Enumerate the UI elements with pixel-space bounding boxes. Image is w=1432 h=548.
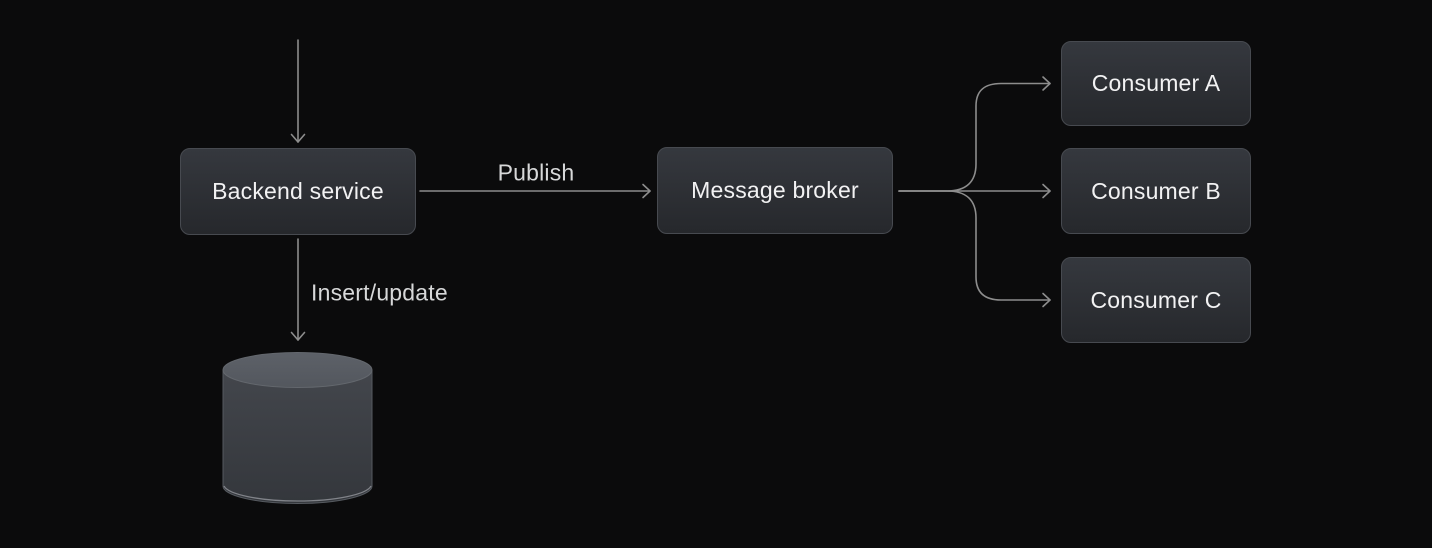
- arrowhead-right-icon: [1042, 292, 1051, 308]
- node-consumer-a: Consumer A: [1061, 41, 1251, 126]
- node-label: Message broker: [691, 177, 859, 203]
- node-consumer-b: Consumer B: [1061, 148, 1251, 234]
- edge-broker-consumer-c-arrow: [898, 190, 1051, 308]
- edge-in-backend-arrow: [290, 39, 306, 143]
- node-label: Consumer C: [1090, 286, 1222, 313]
- node-label: Consumer B: [1091, 177, 1221, 204]
- database-cylinder-icon: [222, 352, 373, 504]
- edge-publish-arrow: [419, 183, 651, 199]
- arrowhead-right-icon: [1042, 183, 1051, 199]
- edge-insert-update-arrow: [290, 238, 306, 341]
- node-consumer-c: Consumer C: [1061, 257, 1251, 343]
- arrowhead-down-icon: [290, 133, 306, 143]
- arrowhead-right-icon: [642, 183, 651, 199]
- node-label: Consumer A: [1091, 70, 1221, 96]
- edge-label-insert-update: Insert/update: [311, 279, 448, 306]
- node-message-broker: Message broker: [657, 147, 893, 234]
- arrowhead-right-icon: [1042, 76, 1051, 91]
- arrowhead-down-icon: [290, 331, 306, 341]
- node-label: Backend service: [212, 178, 384, 204]
- edge-label-publish: Publish: [497, 159, 575, 186]
- node-backend-service: Backend service: [180, 148, 416, 235]
- edge-broker-consumer-a-arrow: [898, 76, 1051, 192]
